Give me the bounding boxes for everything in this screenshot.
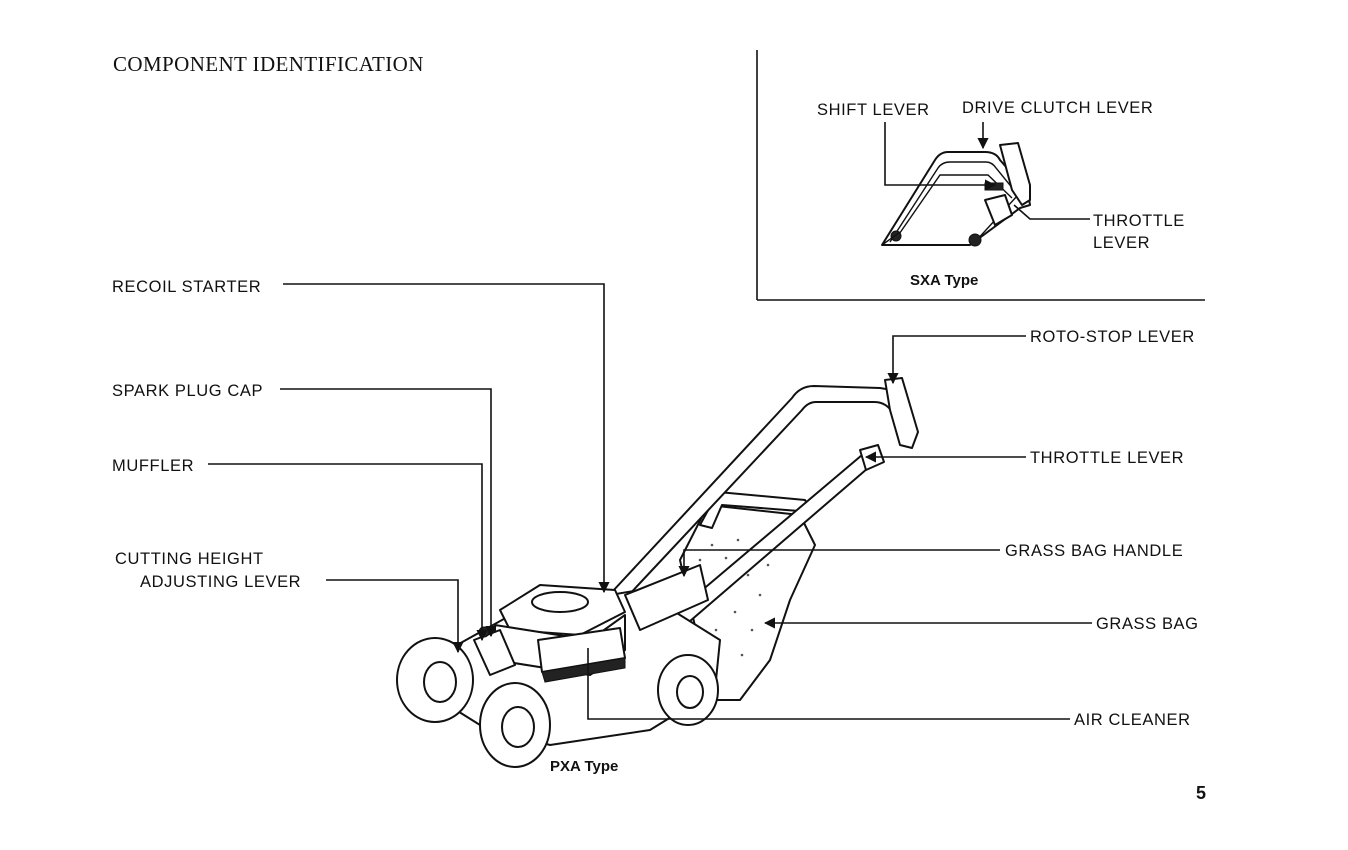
label-cutting-height-line1: CUTTING HEIGHT <box>115 550 264 568</box>
main-caption: PXA Type <box>550 758 618 775</box>
mower-illustration <box>397 378 918 767</box>
label-throttle-lever: THROTTLE LEVER <box>1030 449 1184 467</box>
page-number: 5 <box>1196 783 1206 803</box>
label-air-cleaner: AIR CLEANER <box>1074 711 1191 729</box>
label-inset-throttle-line1: THROTTLE <box>1093 212 1185 230</box>
inset-caption: SXA Type <box>910 272 978 289</box>
label-grass-bag-handle: GRASS BAG HANDLE <box>1005 542 1183 560</box>
page-title: COMPONENT IDENTIFICATION <box>113 52 424 76</box>
label-drive-clutch-lever: DRIVE CLUTCH LEVER <box>962 99 1153 117</box>
label-muffler: MUFFLER <box>112 457 194 475</box>
label-cutting-height-line2: ADJUSTING LEVER <box>140 573 301 591</box>
label-grass-bag: GRASS BAG <box>1096 615 1199 633</box>
label-shift-lever: SHIFT LEVER <box>817 101 930 119</box>
label-roto-stop-lever: ROTO-STOP LEVER <box>1030 328 1195 346</box>
sxa-handle-illustration <box>882 143 1030 246</box>
label-spark-plug-cap: SPARK PLUG CAP <box>112 382 263 400</box>
label-recoil-starter: RECOIL STARTER <box>112 278 261 296</box>
label-inset-throttle-line2: LEVER <box>1093 234 1150 252</box>
